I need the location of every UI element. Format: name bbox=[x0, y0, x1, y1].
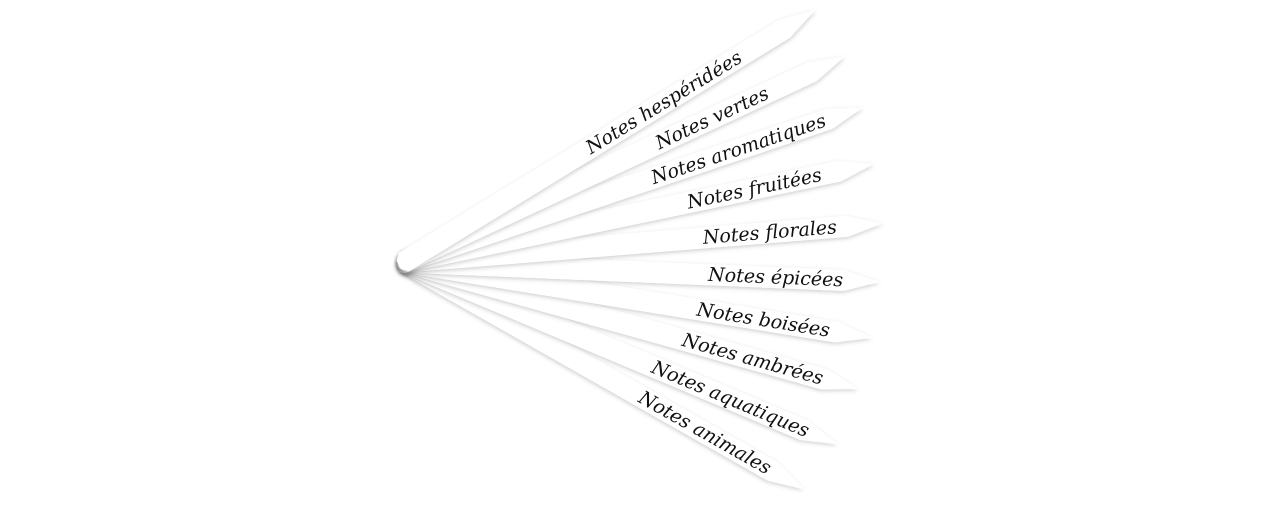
blotter-strip-shape bbox=[396, 107, 863, 272]
blotter-strip-shape bbox=[397, 160, 874, 273]
blotter-strip-label: Notes florales bbox=[701, 216, 838, 249]
blotter-strip-shape bbox=[396, 56, 845, 272]
blotter-strip-shape bbox=[397, 215, 883, 273]
blotter-strip-shape bbox=[396, 10, 815, 271]
blotter-strip-label: Notes épicées bbox=[707, 264, 844, 292]
blotter-strip-label: Notes boisées bbox=[694, 298, 831, 341]
